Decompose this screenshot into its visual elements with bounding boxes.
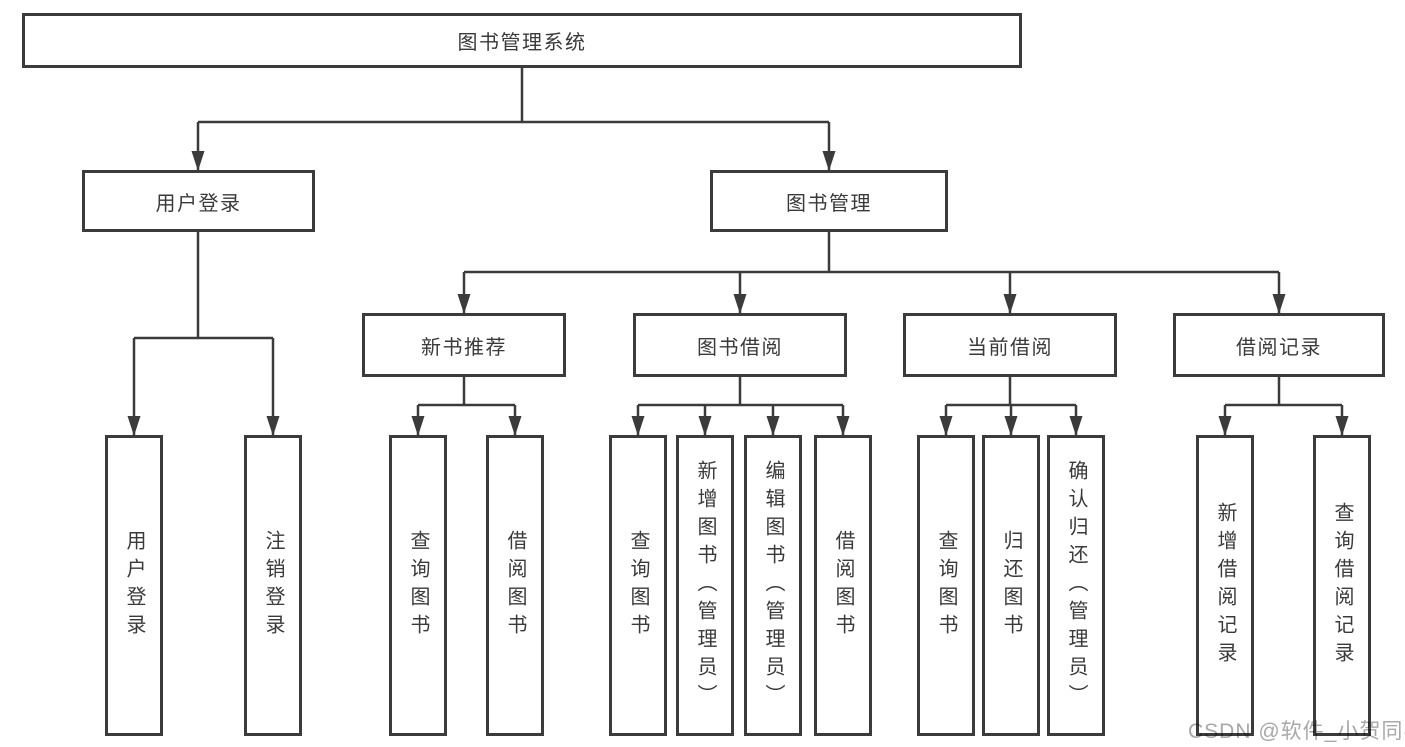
node-leaf-add-borrow-record-label: 新增借阅记录 (1214, 501, 1236, 670)
node-leaf-add-books-admin-label: 新增图书（管理员） (694, 459, 716, 712)
node-leaf-edit-books-admin-label: 编辑图书（管理员） (762, 459, 784, 712)
node-leaf-query-books-borrowing-label: 查询图书 (627, 529, 649, 642)
node-leaf-logout: 注销登录 (244, 435, 302, 736)
node-leaf-query-books-borrowing: 查询图书 (609, 435, 667, 736)
node-new-book-recommend-label: 新书推荐 (421, 336, 507, 359)
node-leaf-confirm-return-admin: 确认归还（管理员） (1047, 435, 1105, 736)
node-leaf-user-login-label: 用户登录 (123, 529, 145, 642)
node-leaf-return-books: 归还图书 (982, 435, 1040, 736)
arrow-drops (127, 122, 1349, 436)
node-borrowing-records: 借阅记录 (1173, 313, 1385, 377)
node-book-borrowing: 图书借阅 (633, 313, 847, 377)
node-leaf-borrow-books: 借阅图书 (814, 435, 872, 736)
node-leaf-borrow-books-recommend-label: 借阅图书 (504, 529, 526, 642)
node-leaf-borrow-books-label: 借阅图书 (832, 529, 854, 642)
node-library-system: 图书管理系统 (22, 13, 1022, 68)
node-leaf-borrow-books-recommend: 借阅图书 (486, 435, 544, 736)
node-leaf-confirm-return-admin-label: 确认归还（管理员） (1065, 459, 1087, 712)
node-leaf-add-borrow-record: 新增借阅记录 (1196, 435, 1254, 736)
node-borrowing-records-label: 借阅记录 (1236, 336, 1322, 359)
node-library-system-label: 图书管理系统 (457, 32, 587, 54)
node-leaf-query-books-current: 查询图书 (917, 435, 975, 736)
node-current-borrowing: 当前借阅 (903, 313, 1117, 377)
node-leaf-query-borrow-record: 查询借阅记录 (1313, 435, 1371, 736)
node-new-book-recommend: 新书推荐 (362, 313, 566, 377)
node-leaf-query-books-recommend: 查询图书 (389, 435, 447, 736)
node-leaf-add-books-admin: 新增图书（管理员） (676, 435, 734, 736)
node-user-login-branch-label: 用户登录 (155, 192, 242, 215)
node-leaf-logout-label: 注销登录 (262, 529, 284, 642)
node-book-management: 图书管理 (710, 170, 948, 232)
node-current-borrowing-label: 当前借阅 (967, 336, 1053, 359)
node-leaf-query-books-current-label: 查询图书 (935, 529, 957, 642)
node-leaf-return-books-label: 归还图书 (1000, 529, 1022, 642)
node-leaf-query-books-recommend-label: 查询图书 (407, 529, 429, 642)
node-user-login-branch: 用户登录 (82, 170, 315, 232)
node-book-management-label: 图书管理 (786, 192, 872, 215)
node-leaf-edit-books-admin: 编辑图书（管理员） (744, 435, 802, 736)
watermark-text: CSDN @软件_小贺同学 (1188, 720, 1405, 743)
node-leaf-query-borrow-record-label: 查询借阅记录 (1331, 501, 1353, 670)
node-book-borrowing-label: 图书借阅 (697, 336, 783, 359)
node-leaf-user-login: 用户登录 (105, 435, 163, 736)
